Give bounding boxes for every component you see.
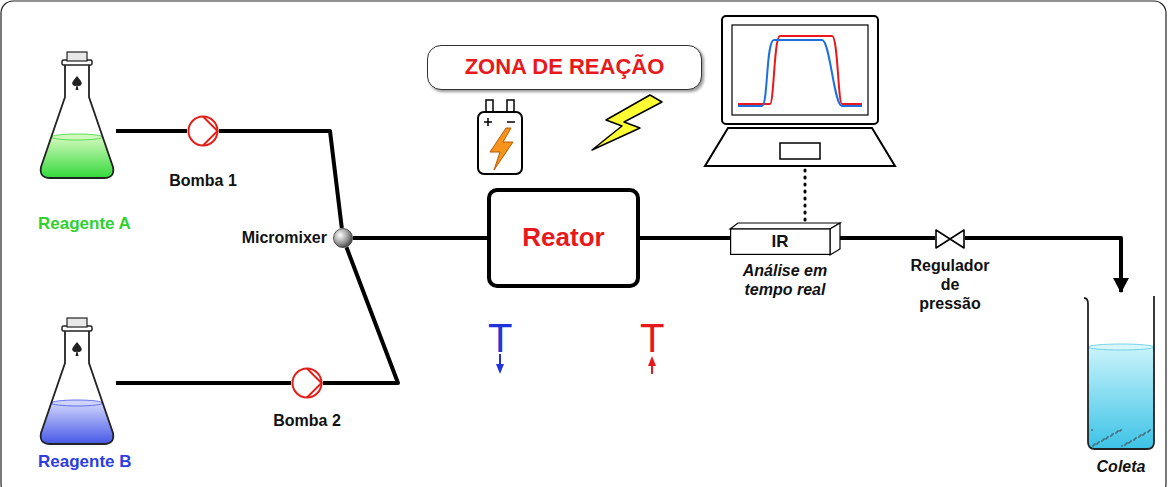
flow-line — [353, 236, 487, 240]
reagent-flask: Reagente A — [38, 52, 116, 182]
node-label: Bomba 2 — [273, 411, 341, 430]
flow-line — [323, 247, 398, 383]
zone-box: ZONA DE REAÇÃO — [427, 45, 702, 90]
pump: Bomba 2 — [291, 367, 323, 399]
node-label: Micromixer — [242, 228, 327, 247]
laptop — [705, 16, 895, 220]
valve-symbol — [935, 229, 965, 249]
flow-line — [840, 236, 935, 240]
flask-icon — [38, 52, 116, 182]
pump: Bomba 1 — [187, 115, 219, 147]
node-label: ZONA DE REAÇÃO — [465, 54, 665, 80]
node-label: Reator — [522, 222, 604, 253]
flow-line — [116, 381, 291, 385]
pump-symbol — [187, 115, 219, 147]
pump-symbol — [291, 367, 323, 399]
pressure-regulator: Regulador de pressão — [935, 229, 965, 249]
micromixer: Micromixer — [333, 228, 353, 248]
beaker-icon — [1082, 292, 1160, 452]
reagent-flask: Reagente B — [38, 318, 116, 448]
lightning-bolt — [592, 95, 662, 150]
battery-icon — [478, 100, 522, 174]
flow-line — [116, 129, 187, 133]
node-label: IR — [772, 232, 789, 252]
flow-line — [640, 236, 730, 240]
flask-icon — [38, 318, 116, 448]
temperature-low: T — [488, 318, 512, 358]
temperature-high: T — [640, 318, 664, 358]
reactor-box: Reator — [487, 188, 640, 288]
node-label: Reagente A — [38, 214, 131, 234]
temperature-arrows — [496, 354, 656, 374]
flow-line — [219, 131, 342, 228]
node-label: Reagente B — [38, 452, 132, 472]
node-label: Coleta — [1097, 457, 1146, 476]
mixer-sphere — [333, 228, 353, 248]
node-caption: Análise em tempo real — [728, 261, 843, 299]
collection-beaker: Coleta — [1082, 292, 1160, 452]
node-label: Bomba 1 — [169, 171, 237, 190]
node-label: Regulador de pressão — [910, 256, 989, 314]
ir-analyzer: IRAnálise em tempo real — [730, 223, 840, 255]
